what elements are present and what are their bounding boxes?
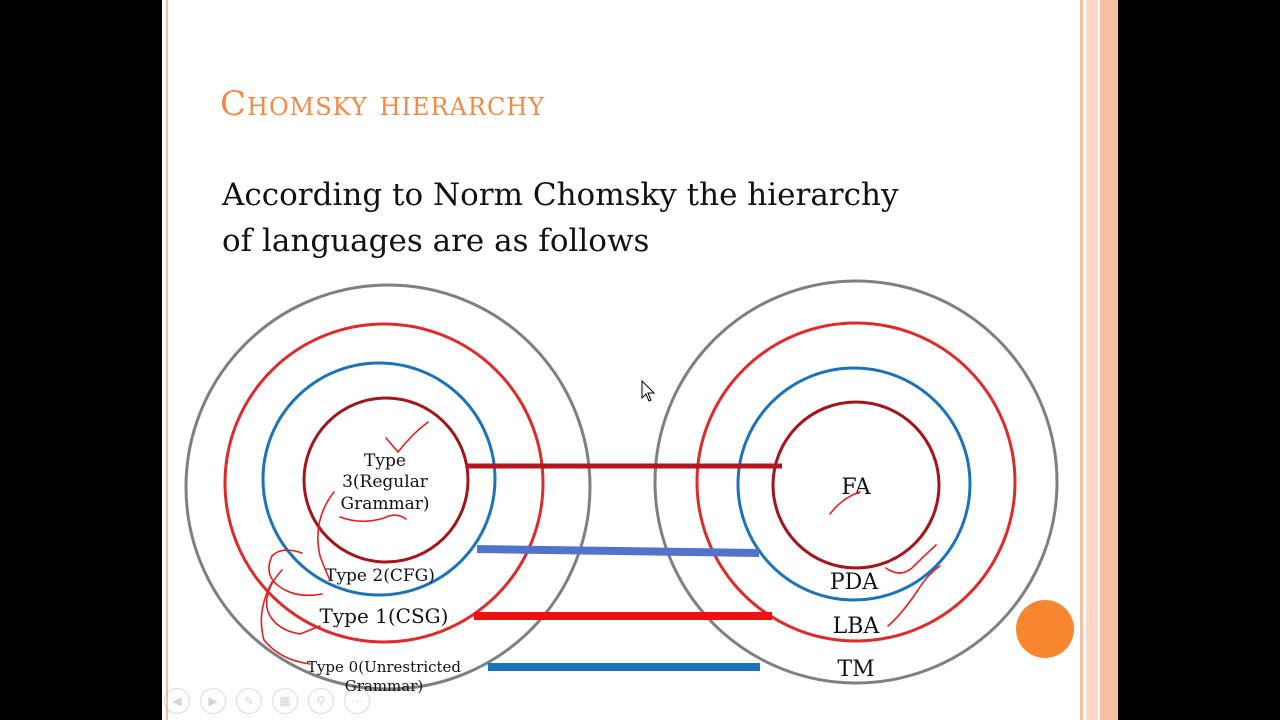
grammar-ring-type0 xyxy=(184,283,592,691)
tick-lba xyxy=(887,565,941,627)
label-type3-line1: Type xyxy=(364,451,406,471)
check-mark-type3 xyxy=(385,421,429,453)
arrow-type1-left xyxy=(265,569,321,635)
right-stripe-3 xyxy=(1100,0,1118,720)
laser-pointer-dot xyxy=(1016,600,1074,658)
label-tm: TM xyxy=(837,657,874,682)
slide-title: Chomsky hierarchy xyxy=(220,84,546,124)
menu-icon[interactable]: ⋯ xyxy=(344,688,370,714)
left-stripe-thin xyxy=(166,0,168,720)
arrow-type0-left xyxy=(260,581,311,665)
automata-ring-lba xyxy=(695,321,1017,643)
label-fa: FA xyxy=(841,475,871,500)
prev-icon[interactable]: ◀ xyxy=(164,688,190,714)
grammar-ring-type2 xyxy=(261,361,497,597)
grammar-ring-type3 xyxy=(302,396,470,564)
slide-body: According to Norm Chomsky the hierarchy … xyxy=(222,172,1002,264)
label-pda: PDA xyxy=(830,570,879,595)
pen-icon[interactable]: ✎ xyxy=(236,688,262,714)
next-icon[interactable]: ▶ xyxy=(200,688,226,714)
underline-grammar xyxy=(339,514,407,523)
pen-annotations xyxy=(260,421,941,665)
connector-type2-pda xyxy=(476,545,760,557)
label-type3-line3: Grammar) xyxy=(341,494,430,514)
grammar-ring-type1 xyxy=(223,322,545,644)
body-line-1: According to Norm Chomsky the hierarchy xyxy=(222,177,899,213)
label-type2: Type 2(CFG) xyxy=(325,566,435,586)
right-stripe-2 xyxy=(1086,0,1098,720)
arrow-type3-down xyxy=(317,491,335,581)
automata-ring-tm xyxy=(653,279,1059,685)
tick-fa xyxy=(829,491,861,515)
check-mark-pda xyxy=(885,544,937,574)
right-stripe-1 xyxy=(1080,0,1083,720)
label-type0-line1: Type 0(Unrestricted xyxy=(307,658,461,676)
automata-ring-pda xyxy=(736,366,972,602)
slides-icon[interactable]: ▦ xyxy=(272,688,298,714)
label-type1: Type 1(CSG) xyxy=(320,604,449,628)
label-lba: LBA xyxy=(833,614,881,639)
slideshow-toolbar: ◀ ▶ ✎ ▦ ⚲ ⋯ xyxy=(164,688,370,714)
zoom-icon[interactable]: ⚲ xyxy=(308,688,334,714)
body-line-2: of languages are as follows xyxy=(222,223,650,259)
label-type3-line2: 3(Regular xyxy=(342,472,429,492)
arrow-type2-left xyxy=(268,549,323,597)
automata-ring-fa xyxy=(771,400,941,570)
mouse-cursor-icon xyxy=(641,379,656,402)
